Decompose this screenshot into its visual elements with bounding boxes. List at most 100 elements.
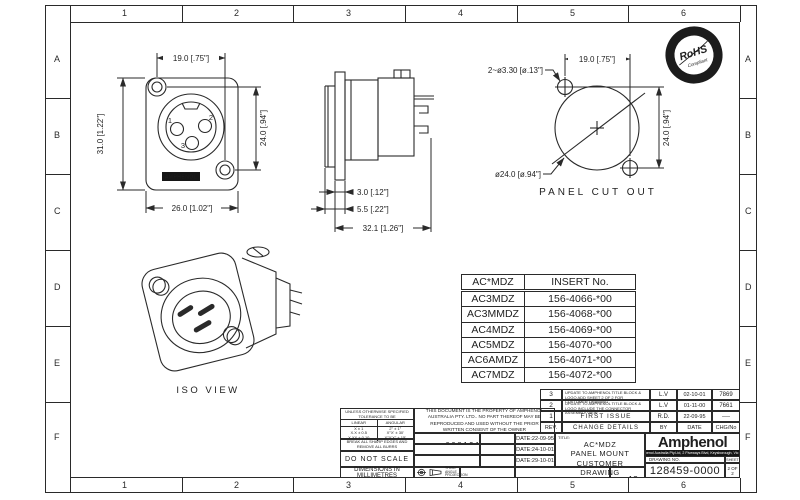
property-notice: THIS DOCUMENT IS THE PROPERTY OF AMPHENO…: [414, 408, 555, 433]
row-label: C: [745, 206, 752, 216]
edges-note: BREAK ALL SHARP EDGES AND REMOVE ALL BUR…: [340, 439, 414, 451]
insert-table-header: INSERT No.: [524, 273, 636, 293]
column-label: 3: [346, 8, 352, 18]
tolerance-value: X°X' ± 30': [386, 430, 404, 436]
pin1-label: 1: [168, 116, 172, 125]
row-label: D: [745, 282, 752, 292]
title-line: PANEL MOUNT: [570, 449, 630, 459]
tolerance-value: X.XX ± 0.10: [341, 435, 378, 441]
ckd-box: CKD: M.N.H: [480, 444, 515, 455]
side-dim-flange: 5.5 [.22"]: [357, 205, 389, 214]
front-dim-left: 31.0 [1.22"]: [96, 114, 105, 155]
row-label: A: [54, 54, 61, 64]
projection-box: THIRD ANGLE PROJECTION: [414, 466, 468, 478]
rev-header: BY: [650, 422, 677, 433]
dimensions-note: DIMENSIONS IN MILLIMETRES: [340, 467, 414, 479]
drn-date: DATE:22-09-95: [515, 433, 555, 444]
rev-chg: ----: [712, 411, 740, 422]
size-box: SIZE: A3: [610, 467, 645, 478]
amphenol-address: Amphenol Australia Pty.Ltd, 2 Fiveways B…: [646, 450, 739, 456]
sheet-value: 2 OF 2: [725, 463, 740, 478]
amphenol-badge: [162, 172, 200, 181]
rev-number: 2: [540, 400, 562, 411]
side-dim-panel: 3.0 [.12"]: [357, 188, 389, 197]
cad-file-value: 00819103: [445, 441, 479, 443]
front-dim-right: 24.0 [.94"]: [259, 110, 268, 146]
tolerance-value: 2° ± 1°: [389, 425, 402, 431]
panel-cutout-view: 19.0 [.75"] 24.0 [.94"] 2~ø3.30 [ø.13"] …: [488, 53, 671, 198]
amphenol-logo-box: Amphenol Amphenol Australia Pty.Ltd, 2 F…: [645, 433, 740, 456]
row-label: F: [745, 432, 751, 442]
front-dim-lines: [117, 53, 261, 213]
title-line: AC*MDZ: [583, 440, 617, 449]
rev-date: 22-09-95: [677, 411, 712, 422]
column-label: 5: [570, 8, 576, 18]
column-label: 4: [458, 8, 464, 18]
row-label: B: [745, 130, 752, 140]
front-outline: [145, 77, 239, 191]
tolerance-angular-label: ANGULAR: [377, 420, 413, 427]
rev-chg: 7661: [712, 400, 740, 411]
rohs-sub-text: Compliant: [687, 57, 709, 68]
rev-details: FIRST ISSUE: [562, 411, 650, 422]
rev-by: R.D.: [650, 411, 677, 422]
do-not-scale-note: DO NOT SCALE: [340, 451, 414, 467]
rev-number: 3: [540, 389, 562, 400]
column-label: 3: [346, 480, 352, 490]
cutout-dim-dia: ø24.0 [ø.94"]: [495, 170, 541, 179]
tolerance-heading: UNLESS OTHERWISE SPECIFIED TOLERANCE TO …: [345, 408, 409, 419]
column-label: 5: [570, 480, 576, 490]
title-label: TITLE:: [558, 435, 571, 440]
panel-cutout-label: PANEL CUT OUT: [539, 187, 657, 198]
front-view: AMPHENOL 1 2 3 19.0 [.75"] 31.0 [1.22"] …: [96, 52, 268, 213]
rohs-ring: [666, 27, 722, 83]
rev-header: DATE: [677, 422, 712, 433]
front-dim-top: 19.0 [.75"]: [173, 54, 209, 63]
cutout-dim-top: 19.0 [.75"]: [579, 55, 615, 64]
rev-number: 1: [540, 411, 562, 422]
rev-chg: 7869: [712, 389, 740, 400]
drawing-no-label: DRAWING NO.: [645, 456, 725, 463]
rev-header: CHANGE DETAILS: [562, 422, 650, 433]
rev-date: 02-10-01: [677, 389, 712, 400]
row-label: E: [745, 358, 752, 368]
rev-by: L.V: [650, 400, 677, 411]
part-no-value: 128459-0000: [545, 476, 595, 478]
side-view: 3.0 [.12"] 5.5 [.22"] 32.1 [1.26"]: [311, 69, 434, 233]
iso-flange: [141, 252, 255, 372]
front-dim-bottom: 26.0 [1.02"]: [172, 204, 213, 213]
drn-box: DRN: R.D.: [480, 433, 515, 444]
rev-header: CHG/No: [712, 422, 740, 433]
column-label: 2: [234, 8, 240, 18]
side-outline: [324, 69, 434, 181]
rev-details: UPDATE TO AMPHENOL TITLE BLOCK & LOGO AD…: [562, 389, 650, 404]
part-no-box: PART No: 128459-0000: [515, 467, 610, 478]
row-label: F: [54, 432, 60, 442]
column-label: 6: [681, 480, 687, 490]
sheet-label: SHEET: [725, 456, 740, 463]
side-dim-depth: 32.1 [1.26"]: [363, 224, 404, 233]
row-label: C: [54, 206, 61, 216]
rohs-stamp: Amphenol Australia EU 2002/95/EC RoHS Co…: [662, 21, 723, 84]
amphenol-badge-text: AMPHENOL: [165, 175, 197, 181]
rev-date: 01-11-00: [677, 400, 712, 411]
title-line: CUSTOMER DRAWING: [576, 458, 624, 478]
column-label: 4: [458, 480, 464, 490]
tolerance-value: X°X'X" ± 15': [384, 434, 406, 440]
iso-body: [241, 246, 303, 349]
scale-value: 2:1 UOS: [485, 478, 512, 479]
matl-box: MATL: REFER TO COMPONENT: [414, 444, 480, 455]
tolerance-value: X ± 1: [341, 426, 378, 432]
third-angle-projection-icon: [417, 468, 442, 477]
row-label: D: [54, 282, 61, 292]
title-block: 3 UPDATE TO AMPHENOL TITLE BLOCK & LOGO …: [340, 389, 740, 479]
column-label: 6: [681, 8, 687, 18]
projection-note: THIRD ANGLE PROJECTION: [445, 465, 468, 478]
amphenol-logo: Amphenol: [657, 433, 728, 451]
row-label: E: [54, 358, 61, 368]
